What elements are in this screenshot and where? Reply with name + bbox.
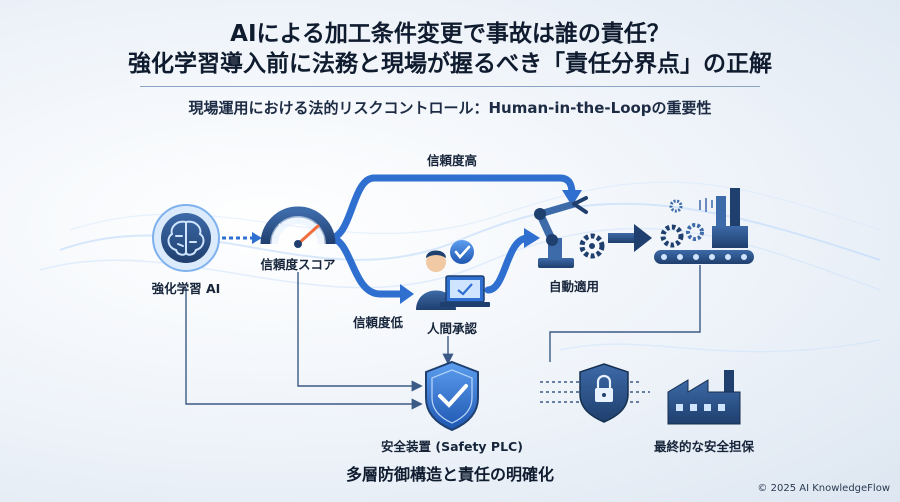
label-human-approval: 人間承認	[426, 321, 478, 336]
ai-node	[152, 204, 220, 272]
label-final-safety: 最終的な安全担保	[653, 439, 755, 454]
factory-conveyor-icon	[654, 188, 754, 264]
gear-icon	[579, 233, 605, 259]
robot-arm-icon	[534, 196, 605, 268]
label-high-confidence: 信頼度高	[426, 153, 478, 168]
ai-to-score-arrow	[222, 232, 262, 244]
title-line-2: 強化学習導入前に法務と現場が握るべき「責任分界点」の正解	[128, 51, 772, 77]
auto-to-factory-arrow	[608, 224, 652, 252]
human-to-auto-route	[484, 228, 540, 294]
label-ai: 強化学習 AI	[151, 281, 221, 296]
factory-icon	[667, 370, 741, 425]
brain-icon	[167, 220, 205, 256]
title-line-1: AIによる加工条件変更で事故は誰の責任？	[230, 21, 670, 47]
subtitle: 現場運用における法的リスクコントロール：Human-in-the-Loopの重要…	[188, 99, 712, 117]
label-auto-apply: 自動適用	[548, 279, 600, 294]
lock-shield-icon	[579, 363, 629, 423]
bottom-caption: 多層防御構造と責任の明確化	[345, 465, 554, 484]
check-icon	[454, 245, 471, 260]
copyright: © 2025 AI KnowledgeFlow	[757, 483, 890, 494]
human-approver-icon	[416, 240, 490, 310]
high-confidence-route	[326, 174, 582, 242]
label-score: 信頼度スコア	[260, 257, 336, 272]
safety-shield-icon	[425, 360, 479, 432]
label-low-confidence: 信頼度低	[352, 315, 404, 330]
label-safety-plc: 安全装置 (Safety PLC)	[381, 439, 523, 454]
title-divider	[140, 86, 760, 87]
gauge-icon	[260, 206, 336, 248]
low-confidence-route	[326, 234, 414, 304]
